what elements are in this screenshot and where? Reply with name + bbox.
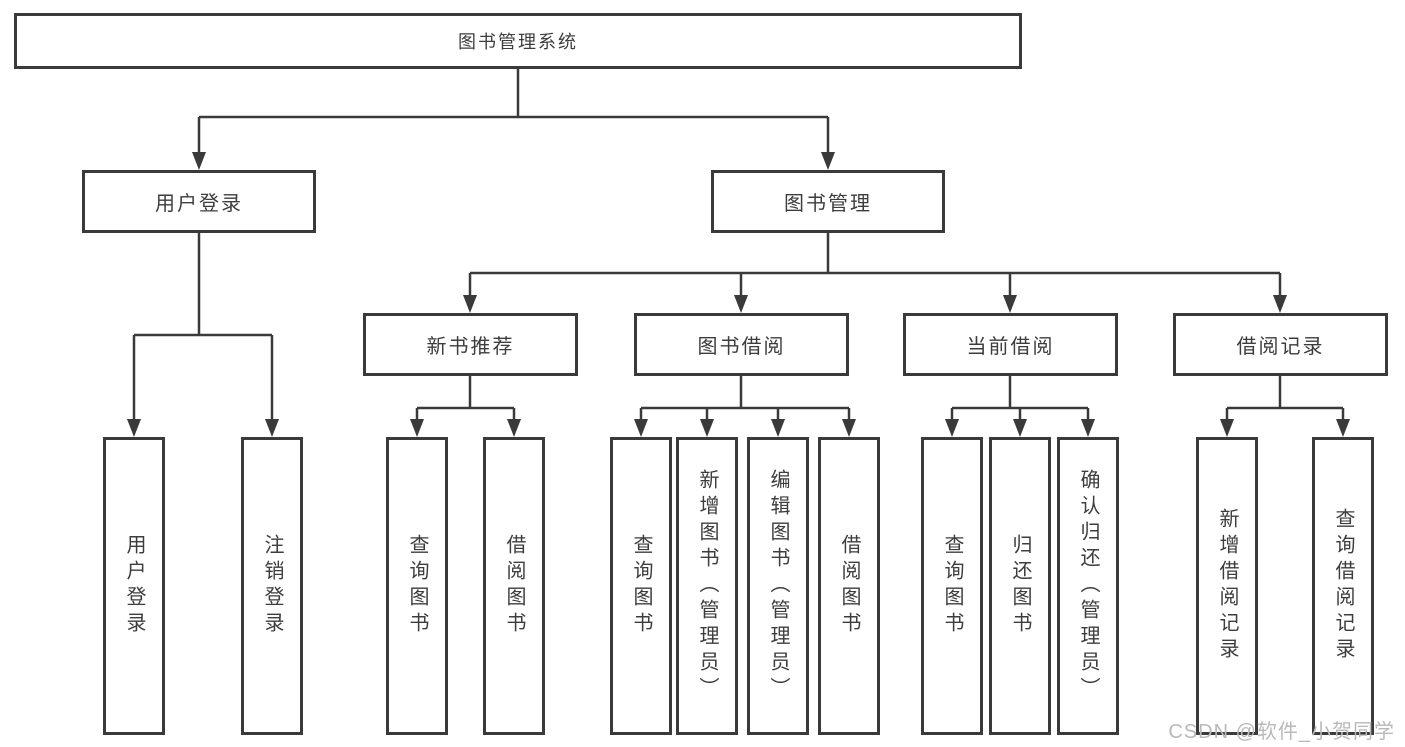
leaf-query-books-current: 查询图书 xyxy=(921,437,983,735)
node-label: 图书管理 xyxy=(784,193,872,215)
arrowheads-current-borrow-leaves xyxy=(945,419,1095,437)
arrowheads-book-borrow-leaves xyxy=(634,419,856,437)
node-label: 新增借阅记录 xyxy=(1216,508,1238,664)
node-label: 图书借阅 xyxy=(697,336,786,358)
arrowheads-user-login-leaves xyxy=(127,419,279,437)
connector-root-to-level1 xyxy=(197,69,830,153)
connector-book-management-branch xyxy=(468,233,1282,296)
node-label: 查询图书 xyxy=(941,534,963,638)
leaf-confirm-return-admin: 确认归还（管理员） xyxy=(1057,437,1119,735)
node-label: 确认归还（管理员） xyxy=(1077,469,1099,703)
node-root-library-system: 图书管理系统 xyxy=(14,13,1022,69)
node-label: 借阅记录 xyxy=(1236,336,1325,358)
node-book-management: 图书管理 xyxy=(711,170,945,233)
arrowheads-level1 xyxy=(192,152,835,170)
node-label: 借阅图书 xyxy=(838,534,860,638)
leaf-query-borrow-record: 查询借阅记录 xyxy=(1312,437,1374,735)
leaf-edit-books-admin: 编辑图书（管理员） xyxy=(747,437,809,735)
leaf-borrow-books: 借阅图书 xyxy=(818,437,880,735)
arrowheads-new-book-leaves xyxy=(410,419,521,437)
leaf-add-books-admin: 新增图书（管理员） xyxy=(676,437,738,735)
arrowheads-borrow-record-leaves xyxy=(1220,419,1350,437)
leaf-query-books-borrow: 查询图书 xyxy=(610,437,672,735)
leaf-borrow-books-recommend: 借阅图书 xyxy=(483,437,545,735)
arrowheads-level2 xyxy=(463,295,1287,313)
connector-book-borrow-branch xyxy=(639,376,851,420)
csdn-watermark: CSDN @软件_小贺同学 xyxy=(1168,721,1395,743)
node-label: 归还图书 xyxy=(1009,534,1031,638)
node-label: 借阅图书 xyxy=(503,534,525,638)
node-label: 新书推荐 xyxy=(426,336,515,358)
node-borrowing-records: 借阅记录 xyxy=(1173,313,1388,376)
node-book-borrowing: 图书借阅 xyxy=(634,313,849,376)
connector-borrow-record-branch xyxy=(1225,376,1345,420)
node-label: 用户登录 xyxy=(155,193,243,215)
node-label: 查询图书 xyxy=(406,534,428,638)
connector-new-book-branch xyxy=(415,376,516,420)
leaf-add-borrow-record: 新增借阅记录 xyxy=(1196,437,1258,735)
connector-user-login-branch xyxy=(132,233,274,420)
node-label: 用户登录 xyxy=(123,534,145,638)
leaf-return-books: 归还图书 xyxy=(989,437,1051,735)
node-label: 编辑图书（管理员） xyxy=(767,469,789,703)
leaf-logout: 注销登录 xyxy=(241,437,303,735)
node-new-book-recommendation: 新书推荐 xyxy=(363,313,578,376)
leaf-user-login: 用户登录 xyxy=(103,437,165,735)
connector-current-borrow-branch xyxy=(950,376,1090,420)
node-label: 查询借阅记录 xyxy=(1332,508,1354,664)
node-label: 当前借阅 xyxy=(966,336,1055,358)
node-current-borrowing: 当前借阅 xyxy=(903,313,1118,376)
node-label: 图书管理系统 xyxy=(458,32,578,52)
node-label: 新增图书（管理员） xyxy=(696,469,718,703)
node-label: 查询图书 xyxy=(630,534,652,638)
node-label: 注销登录 xyxy=(261,534,283,638)
leaf-query-books-recommend: 查询图书 xyxy=(386,437,448,735)
node-user-login: 用户登录 xyxy=(82,170,316,233)
